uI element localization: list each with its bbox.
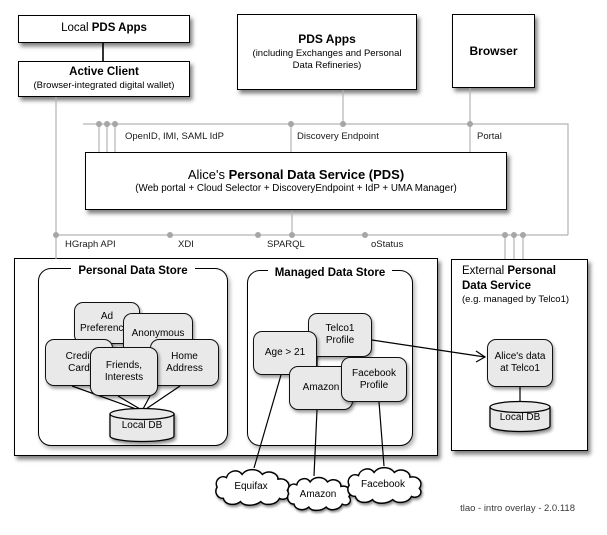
amazon-cloud-label: Amazon (299, 489, 337, 500)
external-pds-subtitle: (e.g. managed by Telco1) (462, 293, 570, 305)
bus-label-xdi: XDI (178, 239, 194, 250)
bus-label-discovery-endpoint: Discovery Endpoint (297, 131, 379, 142)
arrowhead (475, 350, 487, 363)
browser-title: Browser (469, 43, 518, 58)
alice-pds-box: Alice's Personal Data Service (PDS) (Web… (85, 152, 507, 210)
equifax-cloud-label: Equifax (234, 481, 268, 492)
age21-to-equifax-link (253, 374, 282, 469)
external-pds-title: External Personal Data Service (e.g. man… (462, 264, 582, 306)
bus-label-openid: OpenID, IMI, SAML IdP (125, 131, 224, 142)
node-facebook-profile: Facebook Profile (341, 357, 407, 402)
bus-label-ostatus: oStatus (371, 239, 404, 250)
node-friends-interests: Friends, Interests (90, 347, 158, 396)
bus-connection-dots (53, 121, 526, 238)
service-bus-lines (55, 88, 569, 259)
telco1-to-alice-data-arrow (371, 339, 486, 358)
pds-apps-subtitle: (including Exchanges and Personal Data R… (252, 47, 402, 71)
upper-bus-line (83, 123, 569, 235)
facebook-to-cloud-link (378, 401, 385, 467)
personal-data-store-title: Personal Data Store (39, 261, 227, 279)
pds-apps-title: PDS Apps (298, 32, 356, 47)
version-caption: tlao - intro overlay - 2.0.118 (460, 503, 575, 514)
managed-data-store-title: Managed Data Store (248, 263, 412, 281)
facebook-cloud-label: Facebook (361, 479, 405, 490)
alice-pds-subtitle: (Web portal + Cloud Selector + Discovery… (135, 183, 457, 195)
local-pds-apps-title: Local PDS Apps (61, 22, 147, 35)
pds-apps-box: PDS Apps (including Exchanges and Person… (237, 14, 417, 90)
external-local-db-label: Local DB (499, 412, 541, 423)
browser-box: Browser (452, 14, 535, 88)
bus-label-hgraph-api: HGraph API (65, 239, 116, 250)
node-alice-data-at-telco1: Alice's data at Telco1 (487, 339, 553, 387)
active-client-subtitle: (Browser-integrated digital wallet) (33, 80, 175, 92)
bus-label-sparql: SPARQL (267, 239, 305, 250)
node-telco1-profile: Telco1 Profile (308, 313, 372, 357)
node-home-address: Home Address (150, 339, 219, 386)
active-client-title: Active Client (69, 65, 139, 78)
node-age-over-21: Age > 21 (253, 331, 317, 375)
black-connector-lines (71, 43, 521, 477)
active-client-box: Active Client (Browser-integrated digita… (18, 61, 190, 97)
bus-label-portal: Portal (477, 131, 502, 142)
alice-pds-title: Alice's Personal Data Service (PDS) (187, 166, 405, 182)
amazon-to-cloud-link (313, 409, 318, 477)
local-db-label: Local DB (121, 420, 163, 431)
local-db-cylinder (109, 407, 175, 443)
external-local-db-cylinder (489, 400, 551, 433)
local-pds-apps-box: Local PDS Apps (18, 15, 190, 43)
